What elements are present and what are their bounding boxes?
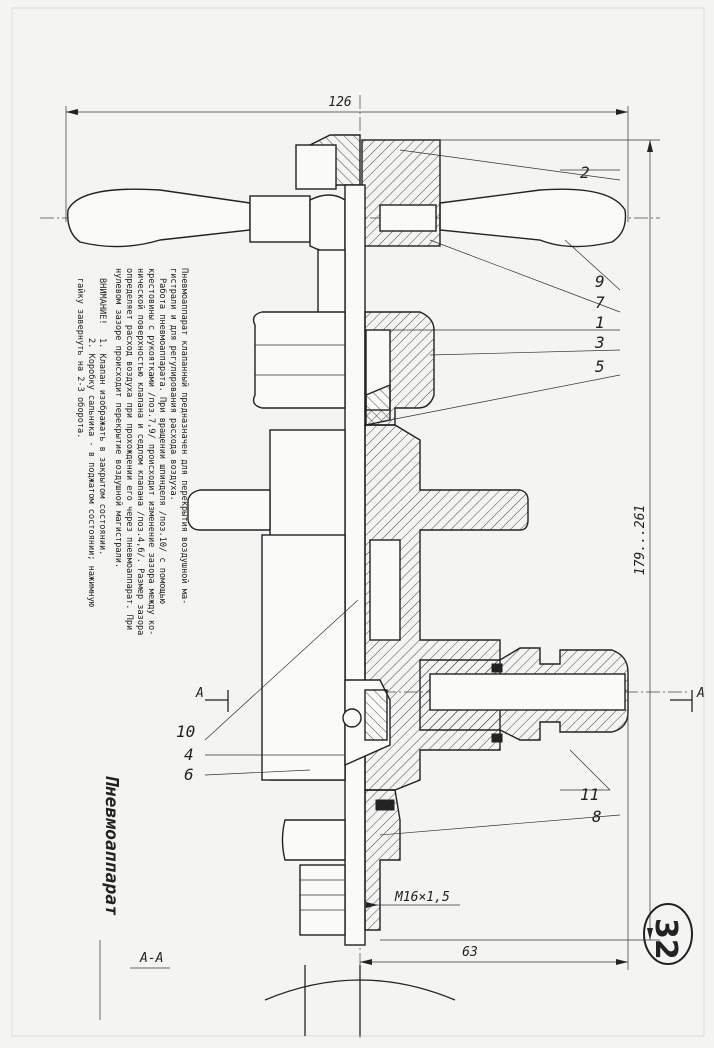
dimension-length: 179...261 [380, 139, 660, 941]
dimension-63: 63 [360, 700, 629, 970]
top-nut-face [295, 144, 337, 190]
callout-2: 2 [580, 163, 590, 182]
lower-connection [281, 789, 401, 936]
hub-ball [309, 194, 346, 253]
callout-8: 8 [592, 807, 602, 826]
lower-nut-left [281, 819, 346, 861]
hub-left [249, 195, 311, 243]
page-number: 32 [648, 918, 683, 960]
spindle [344, 184, 366, 946]
note-line-3: Работа пневмоаппарата. При вращении шпин… [157, 278, 168, 604]
note-line-6: определяет расход воздуха при прохождени… [124, 268, 134, 630]
section-mark-right: A [696, 686, 705, 701]
oring-top [491, 663, 503, 673]
callout-5: 5 [595, 357, 605, 376]
body-lower [261, 534, 346, 781]
dimension-63-label: 63 [462, 945, 478, 960]
notes-block: Пневмоаппарат клапанный предназначен для… [75, 268, 189, 635]
oring-bottom [491, 733, 503, 743]
warning-line-3: гайку завернуть на 2-3 оборота. [75, 278, 86, 438]
valve-seat [342, 679, 395, 811]
callout-leaders [204, 149, 621, 836]
note-line-2: гистрали и для регулирования расхода воз… [168, 268, 178, 501]
callout-9: 9 [595, 272, 605, 291]
note-line-5: нической поверхностью клапана и седлом к… [135, 268, 145, 635]
callout-11: 11 [580, 785, 599, 804]
note-line-7: нулевом зазоре происходит перекрытие воз… [113, 268, 123, 568]
warning-line-2: 2. Коробку сальника - в поджатом состоян… [86, 338, 97, 607]
set-screw [379, 204, 437, 232]
callout-1: 1 [595, 313, 605, 332]
section-view-label: A-A [139, 951, 163, 966]
gland-nut-left [252, 311, 346, 409]
warning-line-1: 1. Клапан изображать в закрытом состояни… [97, 338, 108, 555]
drawing-title: Пневмоаппарат [101, 775, 122, 916]
callout-7: 7 [595, 293, 605, 312]
callout-6: 6 [184, 765, 194, 784]
dimension-126: 126 [65, 95, 629, 222]
sheet-frame [11, 7, 705, 1037]
seat-ring [364, 689, 388, 741]
body-bore [369, 539, 401, 641]
handle-assembly [67, 134, 627, 253]
warning-title: ВНИМАНИЕ! [97, 278, 107, 325]
thread-stub [299, 864, 346, 936]
outlet-fitting [419, 647, 629, 743]
callouts: 2 9 7 1 3 5 10 4 6 11 8 [176, 163, 605, 826]
page-number-badge: 32 [643, 903, 693, 965]
right-grip [439, 188, 627, 248]
section-markers: A A A-A [130, 686, 705, 969]
callout-4: 4 [184, 745, 194, 764]
lower-nut-section [364, 789, 401, 931]
section-mark-left: A [195, 686, 204, 701]
ball [342, 708, 362, 728]
dimension-126-label: 126 [328, 95, 352, 110]
spindle-left-shank [317, 249, 346, 321]
dimension-length-label: 179...261 [633, 505, 648, 575]
dimension-thread-label: M16×1,5 [394, 890, 450, 905]
gland-nut [252, 311, 435, 426]
left-flange [187, 489, 271, 531]
callout-3: 3 [594, 333, 605, 352]
left-grip [67, 188, 251, 248]
callout-10: 10 [176, 722, 195, 741]
outlet-bore [429, 673, 626, 711]
note-line-1: Пневмоаппарат клапанный предназначен для… [179, 268, 189, 604]
note-line-4: крестовины с рукоятками /поз.7,9/ происх… [146, 268, 156, 635]
